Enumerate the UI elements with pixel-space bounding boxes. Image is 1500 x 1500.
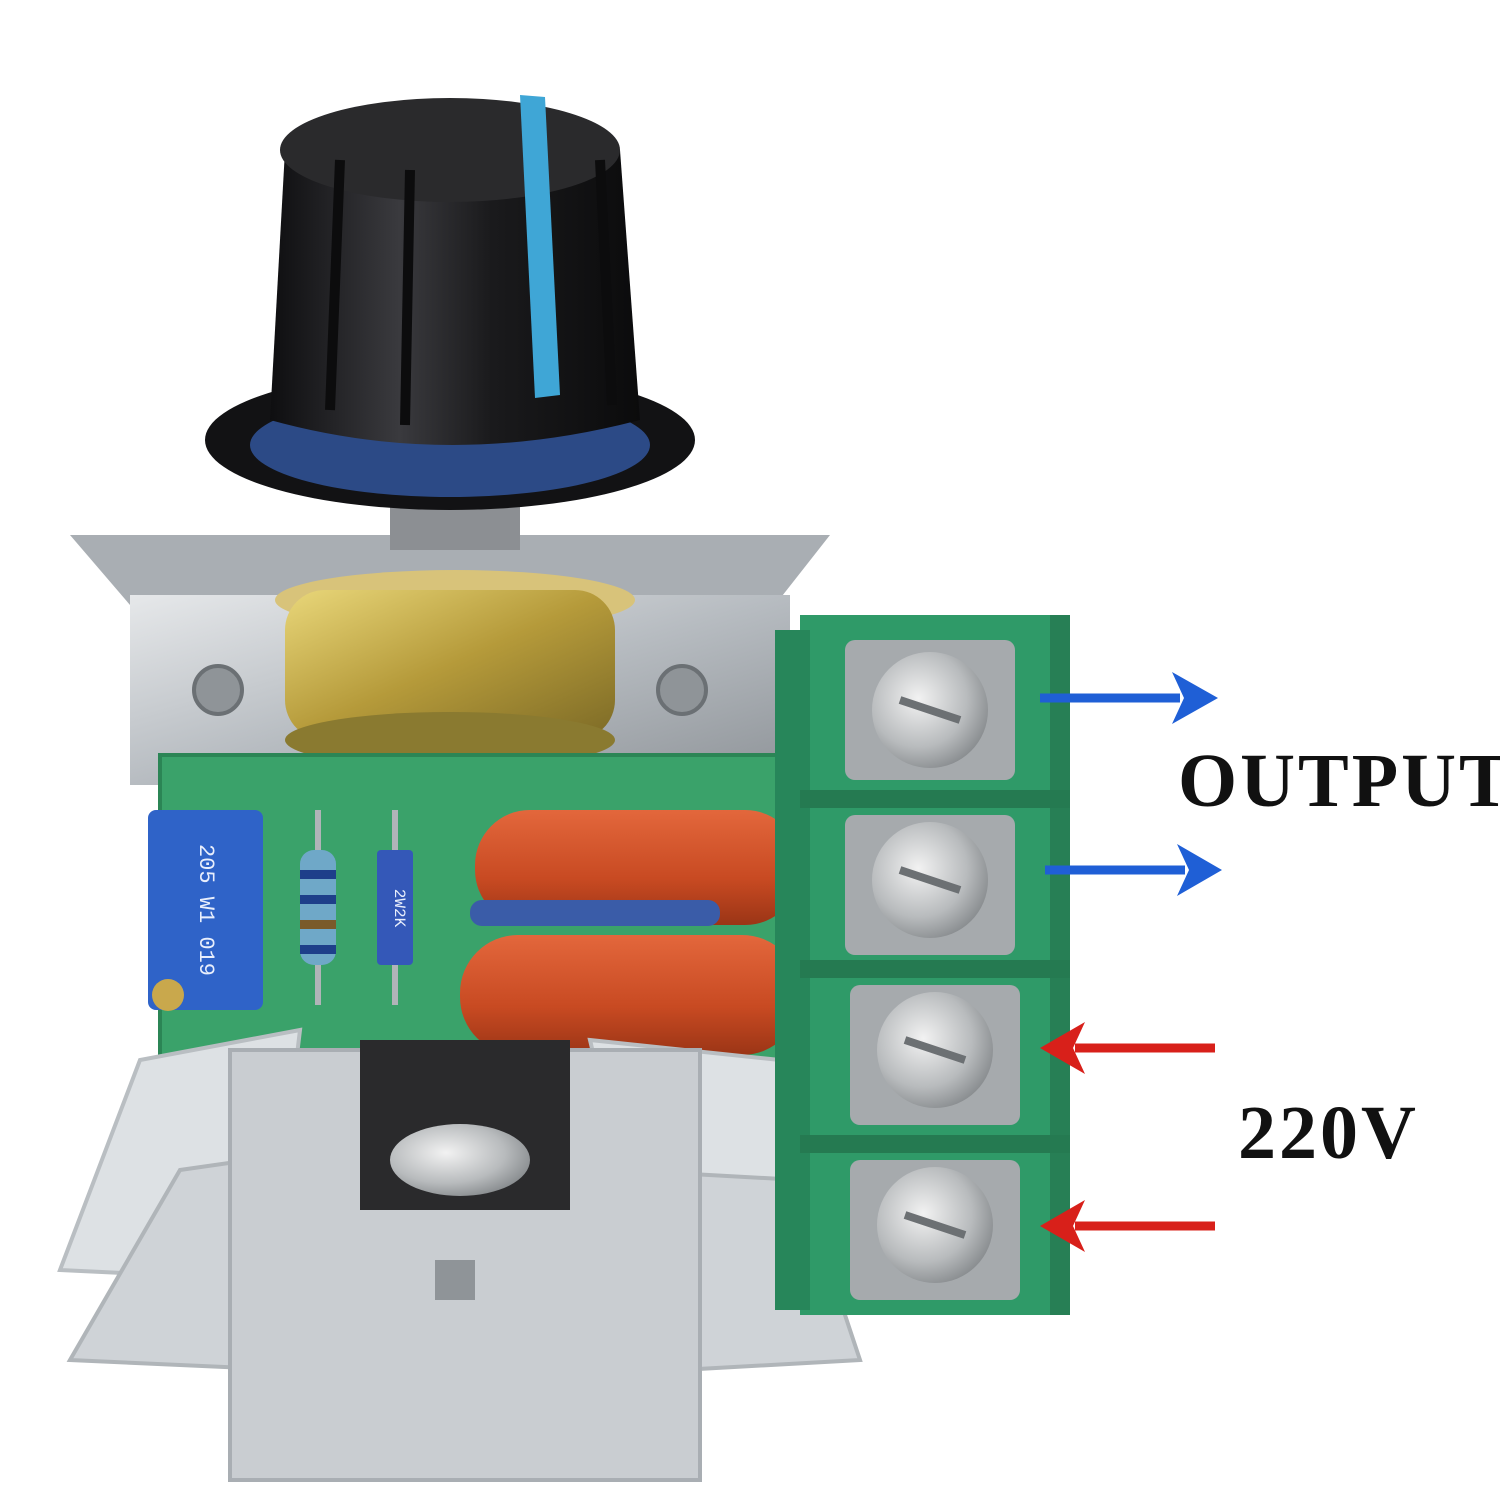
arrow-left-icon	[1040, 1200, 1085, 1252]
capacitor-bottom	[460, 935, 800, 1055]
output-arrow-1	[1040, 672, 1218, 724]
terminal-1	[845, 640, 1015, 780]
potentiometer	[275, 570, 635, 768]
trimmer-marking: 205 W1 019	[193, 844, 218, 976]
control-knob[interactable]	[205, 95, 695, 510]
axial-component: 2W2K	[377, 810, 413, 1005]
blue-coil	[470, 900, 720, 926]
terminal-3	[850, 985, 1020, 1125]
arrow-left-icon	[1040, 1022, 1085, 1074]
terminal-2	[845, 815, 1015, 955]
heatsink	[57, 1027, 863, 1482]
arrow-right-icon	[1172, 672, 1218, 724]
knob-stripe	[520, 95, 560, 398]
input-arrow-1	[1040, 1022, 1215, 1074]
output-label: OUTPUT	[1178, 739, 1500, 823]
input-voltage-label: 220V	[1238, 1091, 1419, 1175]
terminal-block	[775, 615, 1070, 1315]
arrow-right-icon	[1177, 844, 1222, 896]
component-marking: 2W2K	[390, 889, 408, 928]
terminal-4	[850, 1160, 1020, 1300]
output-arrow-2	[1045, 844, 1222, 896]
trimmer-potentiometer: 205 W1 019	[148, 810, 263, 1011]
capacitor-top	[475, 810, 800, 925]
resistor	[300, 810, 336, 1005]
input-arrow-2	[1040, 1200, 1215, 1252]
bracket-screw-left	[192, 664, 244, 716]
bracket-screw-right	[656, 664, 708, 716]
